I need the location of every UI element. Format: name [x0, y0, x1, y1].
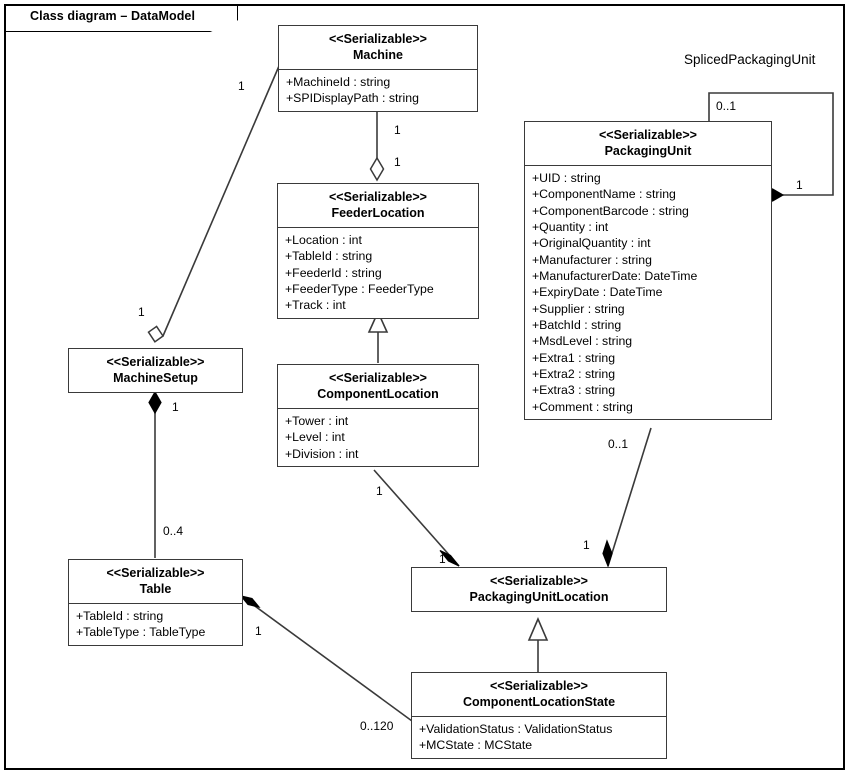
attribute-row: +ManufacturerDate: DateTime — [532, 269, 698, 284]
class-machine-attributes: +MachineId : string +SPIDisplayPath : st… — [279, 69, 477, 111]
attribute-row: +ComponentName : string — [532, 187, 676, 202]
attribute-row: +Supplier : string — [532, 301, 625, 316]
attribute-row: +TableId : string — [76, 609, 164, 623]
class-table-name: Table — [139, 582, 172, 596]
attribute-row: +ComponentBarcode : string — [532, 203, 689, 218]
class-machine-stereotype: <<Serializable>> — [329, 32, 427, 46]
class-machinesetup-name: MachineSetup — [113, 371, 198, 385]
attribute-row: +Comment : string — [532, 399, 633, 414]
class-table-attributes: +TableId : string +TableType : TableType — [69, 603, 242, 645]
class-table[interactable]: <<Serializable>> Table +TableId : string… — [68, 559, 243, 646]
attribute-row: +Level : int — [285, 430, 345, 445]
attribute-row: +SPIDisplayPath : string — [286, 91, 419, 106]
attribute-row: +Tower : int — [285, 414, 349, 428]
multiplicity-setup-table-source: 1 — [172, 400, 179, 414]
class-componentlocationstate-attributes: +ValidationStatus : ValidationStatus +MC… — [412, 716, 666, 758]
attribute-row: +FeederId : string — [285, 265, 382, 280]
class-componentlocationstate-header: <<Serializable>> ComponentLocationState — [412, 673, 666, 716]
attribute-row: +UID : string — [532, 171, 601, 185]
class-componentlocation-stereotype: <<Serializable>> — [329, 371, 427, 385]
multiplicity-spliced-source: 0..1 — [716, 99, 737, 113]
multiplicity-machine-feeder-target: 1 — [394, 155, 401, 169]
attribute-row: +FeederType : FeederType — [285, 282, 434, 297]
class-componentlocation-header: <<Serializable>> ComponentLocation — [278, 365, 478, 408]
class-componentlocationstate-stereotype: <<Serializable>> — [490, 679, 588, 693]
class-feederlocation-stereotype: <<Serializable>> — [329, 190, 427, 204]
class-packagingunitlocation-name: PackagingUnitLocation — [469, 590, 609, 604]
class-machinesetup-stereotype: <<Serializable>> — [106, 355, 205, 369]
class-packagingunit-attributes: +UID : string +ComponentName : string +C… — [525, 165, 771, 419]
class-feederlocation-header: <<Serializable>> FeederLocation — [278, 184, 478, 227]
class-componentlocation-name: ComponentLocation — [317, 387, 439, 401]
multiplicity-setup-table-target: 0..4 — [163, 524, 184, 538]
attribute-row: +Extra1 : string — [532, 350, 616, 365]
attribute-row: +Division : int — [285, 446, 359, 461]
attribute-row: +Extra2 : string — [532, 367, 616, 382]
class-table-header: <<Serializable>> Table — [69, 560, 242, 603]
multiplicity-table-cls-source: 1 — [255, 624, 262, 638]
class-machine[interactable]: <<Serializable>> Machine +MachineId : st… — [278, 25, 478, 112]
class-machine-header: <<Serializable>> Machine — [279, 26, 477, 69]
attribute-row: +MsdLevel : string — [532, 334, 633, 349]
attribute-row: +TableType : TableType — [76, 625, 206, 640]
class-feederlocation-name: FeederLocation — [331, 206, 425, 220]
multiplicity-packagingunit-pul-source: 0..1 — [608, 437, 629, 451]
class-feederlocation-attributes: +Location : int +TableId : string +Feede… — [278, 227, 478, 318]
attribute-row: +MachineId : string — [286, 75, 391, 89]
class-packagingunit-name: PackagingUnit — [604, 144, 692, 158]
class-componentlocationstate[interactable]: <<Serializable>> ComponentLocationState … — [411, 672, 667, 759]
class-packagingunitlocation[interactable]: <<Serializable>> PackagingUnitLocation — [411, 567, 667, 612]
class-componentlocation-attributes: +Tower : int +Level : int +Division : in… — [278, 408, 478, 466]
attribute-row: +OriginalQuantity : int — [532, 236, 651, 251]
class-packagingunit-header: <<Serializable>> PackagingUnit — [525, 122, 771, 165]
class-feederlocation[interactable]: <<Serializable>> FeederLocation +Locatio… — [277, 183, 479, 319]
diagram-frame-tab — [6, 6, 238, 32]
class-machine-name: Machine — [352, 48, 403, 62]
attribute-row: +Extra3 : string — [532, 383, 616, 398]
attribute-row: +ValidationStatus : ValidationStatus — [419, 722, 613, 736]
class-machinesetup[interactable]: <<Serializable>> MachineSetup — [68, 348, 243, 393]
multiplicity-machine-setup-source: 1 — [238, 79, 245, 93]
association-label-spliced-packaging-unit: SplicedPackagingUnit — [684, 52, 816, 67]
multiplicity-complocation-pul-target: 1 — [439, 552, 446, 566]
diagram-title: Class diagram – DataModel — [30, 9, 196, 23]
attribute-row: +MCState : MCState — [419, 738, 533, 753]
class-machinesetup-header: <<Serializable>> MachineSetup — [69, 349, 242, 392]
class-table-stereotype: <<Serializable>> — [106, 566, 205, 580]
class-packagingunitlocation-stereotype: <<Serializable>> — [490, 574, 588, 588]
attribute-row: +Quantity : int — [532, 220, 609, 235]
attribute-row: +TableId : string — [285, 249, 373, 264]
multiplicity-packagingunit-pul-target: 1 — [583, 538, 590, 552]
class-packagingunit-stereotype: <<Serializable>> — [599, 128, 697, 142]
multiplicity-spliced-target: 1 — [796, 178, 803, 192]
attribute-row: +Location : int — [285, 233, 362, 247]
class-componentlocationstate-name: ComponentLocationState — [462, 695, 616, 709]
class-packagingunit[interactable]: <<Serializable>> PackagingUnit +UID : st… — [524, 121, 772, 421]
attribute-row: +Manufacturer : string — [532, 252, 652, 267]
class-componentlocation[interactable]: <<Serializable>> ComponentLocation +Towe… — [277, 364, 479, 468]
attribute-row: +Track : int — [285, 298, 346, 313]
attribute-row: +BatchId : string — [532, 318, 622, 333]
multiplicity-complocation-pul-source: 1 — [376, 484, 383, 498]
multiplicity-machine-feeder-source: 1 — [394, 123, 401, 137]
class-packagingunitlocation-header: <<Serializable>> PackagingUnitLocation — [412, 568, 666, 611]
attribute-row: +ExpiryDate : DateTime — [532, 285, 663, 300]
multiplicity-table-cls-target: 0..120 — [360, 719, 394, 733]
multiplicity-machine-setup-target: 1 — [138, 305, 145, 319]
